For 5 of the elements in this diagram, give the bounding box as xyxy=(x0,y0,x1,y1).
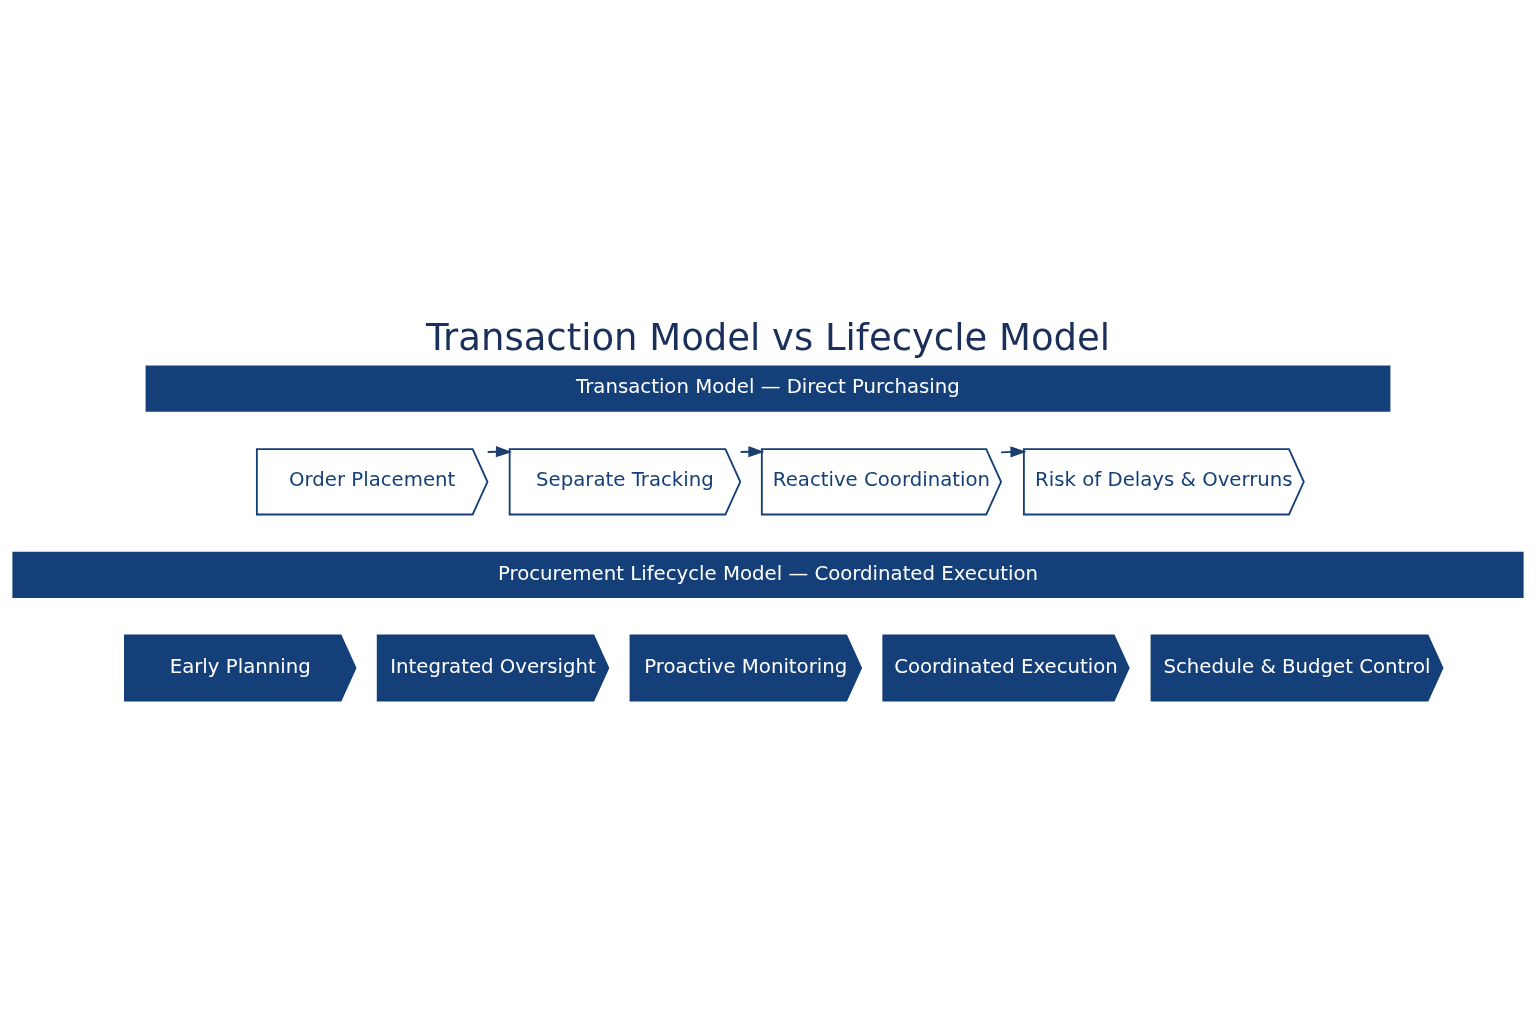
node-box: Procurement Lifecycle Model — Coordinated Execution xyxy=(12,551,1524,598)
arrow xyxy=(486,446,512,458)
arrow xyxy=(1000,446,1027,458)
diagram-title: Transaction Model vs Lifecycle Model xyxy=(425,316,1111,360)
node-box: Transaction Model — Direct Purchasing xyxy=(145,365,1391,412)
